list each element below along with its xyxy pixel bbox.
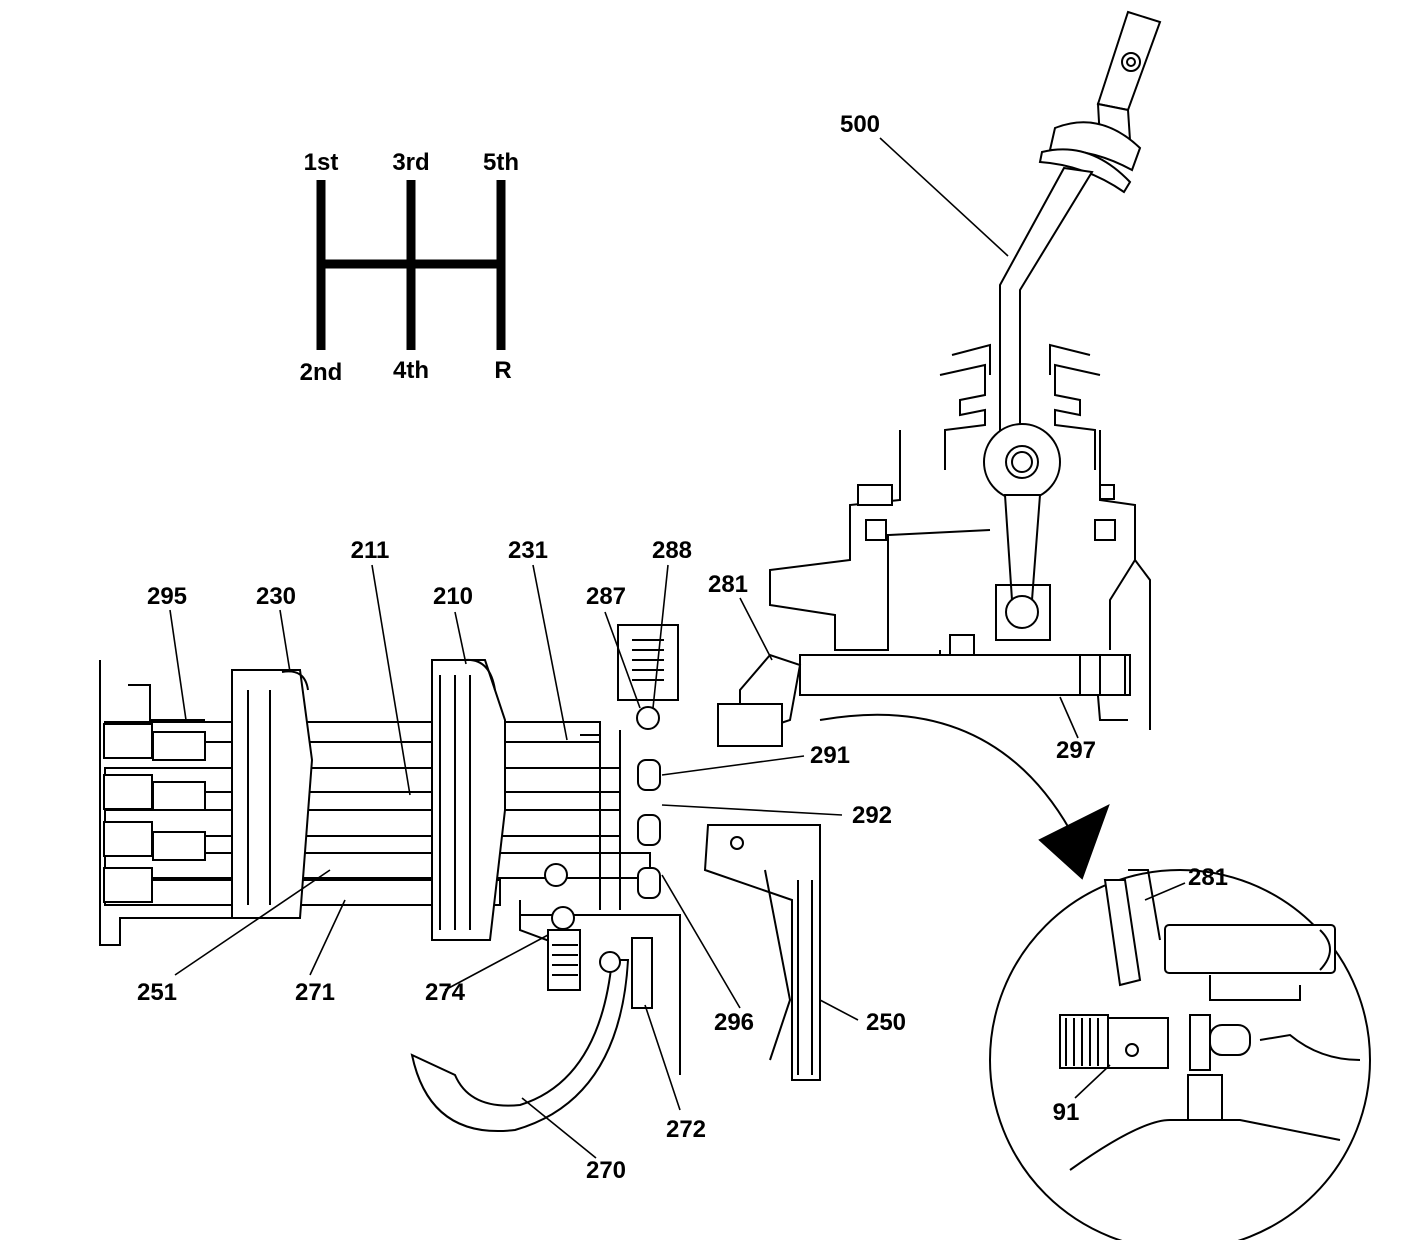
interlock-pin-292 bbox=[637, 814, 661, 846]
gear-label-reverse: R bbox=[494, 357, 511, 384]
callout-297: 297 bbox=[1056, 737, 1096, 764]
callout-292: 292 bbox=[852, 802, 892, 829]
detail-callout-281: 281 bbox=[1188, 864, 1228, 891]
shift-fork-250 bbox=[703, 824, 821, 1081]
gear-label-5th: 5th bbox=[483, 149, 519, 176]
callout-281: 281 bbox=[708, 571, 748, 598]
reverse-lever-270 bbox=[410, 959, 630, 1132]
shift-pattern: 1st 3rd 5th 2nd 4th R bbox=[300, 149, 519, 386]
detail-shaft bbox=[1164, 924, 1336, 974]
callout-271: 271 bbox=[295, 979, 335, 1006]
lever-shaft bbox=[999, 166, 1094, 431]
callout-296: 296 bbox=[714, 1009, 754, 1036]
lever-boot-bellows bbox=[939, 363, 1101, 470]
callout-274: 274 bbox=[425, 979, 466, 1006]
detail-spring-icon bbox=[1065, 1018, 1099, 1066]
gear-label-2nd: 2nd bbox=[300, 359, 343, 386]
housing-bolt-right bbox=[1099, 484, 1115, 500]
bracket-272 bbox=[631, 937, 653, 1009]
shift-fork-210 bbox=[431, 659, 506, 941]
callout-250: 250 bbox=[866, 1009, 906, 1036]
detail-view bbox=[989, 869, 1371, 1240]
callout-211: 211 bbox=[351, 537, 390, 564]
detail-bolt bbox=[1187, 1074, 1223, 1121]
callout-210: 210 bbox=[433, 583, 473, 610]
top-cover bbox=[99, 624, 821, 1132]
gear-label-1st: 1st bbox=[304, 149, 339, 176]
detail-circle bbox=[989, 869, 1371, 1240]
callout-295: 295 bbox=[147, 583, 187, 610]
callout-labels: 500 295 230 211 210 231 287 288 281 297 … bbox=[137, 111, 1228, 1184]
gear-label-4th: 4th bbox=[393, 357, 429, 384]
shift-bracket bbox=[717, 703, 783, 747]
detent-housing bbox=[617, 624, 679, 701]
shifter-housing bbox=[717, 430, 1151, 747]
detail-bracket bbox=[1107, 1017, 1169, 1069]
detail-callout-91: 91 bbox=[1053, 1099, 1080, 1126]
callout-272: 272 bbox=[666, 1116, 706, 1143]
housing-bolt-left bbox=[857, 484, 893, 506]
lever-knob-end bbox=[1096, 10, 1162, 112]
lever-pin-icon bbox=[1121, 52, 1141, 72]
shift-lever bbox=[939, 10, 1162, 641]
detail-lever-arm bbox=[1103, 879, 1142, 987]
callout-230: 230 bbox=[256, 583, 296, 610]
reverse-spring-housing bbox=[547, 929, 581, 991]
callout-287: 287 bbox=[586, 583, 626, 610]
lever-pivot-ball bbox=[983, 423, 1061, 501]
callout-291: 291 bbox=[810, 742, 850, 769]
detent-ball bbox=[636, 706, 660, 730]
shift-fork-230 bbox=[231, 669, 314, 919]
gear-label-3rd: 3rd bbox=[392, 149, 429, 176]
callout-251: 251 bbox=[137, 979, 177, 1006]
detent-spring-icon bbox=[632, 639, 664, 681]
callout-500: 500 bbox=[840, 111, 880, 138]
callout-270: 270 bbox=[586, 1157, 626, 1184]
leader-lines bbox=[169, 137, 1186, 1159]
interlock-pin-291 bbox=[637, 759, 661, 791]
callout-231: 231 bbox=[508, 537, 548, 564]
selector-shaft bbox=[799, 654, 1131, 696]
callout-288: 288 bbox=[652, 537, 692, 564]
